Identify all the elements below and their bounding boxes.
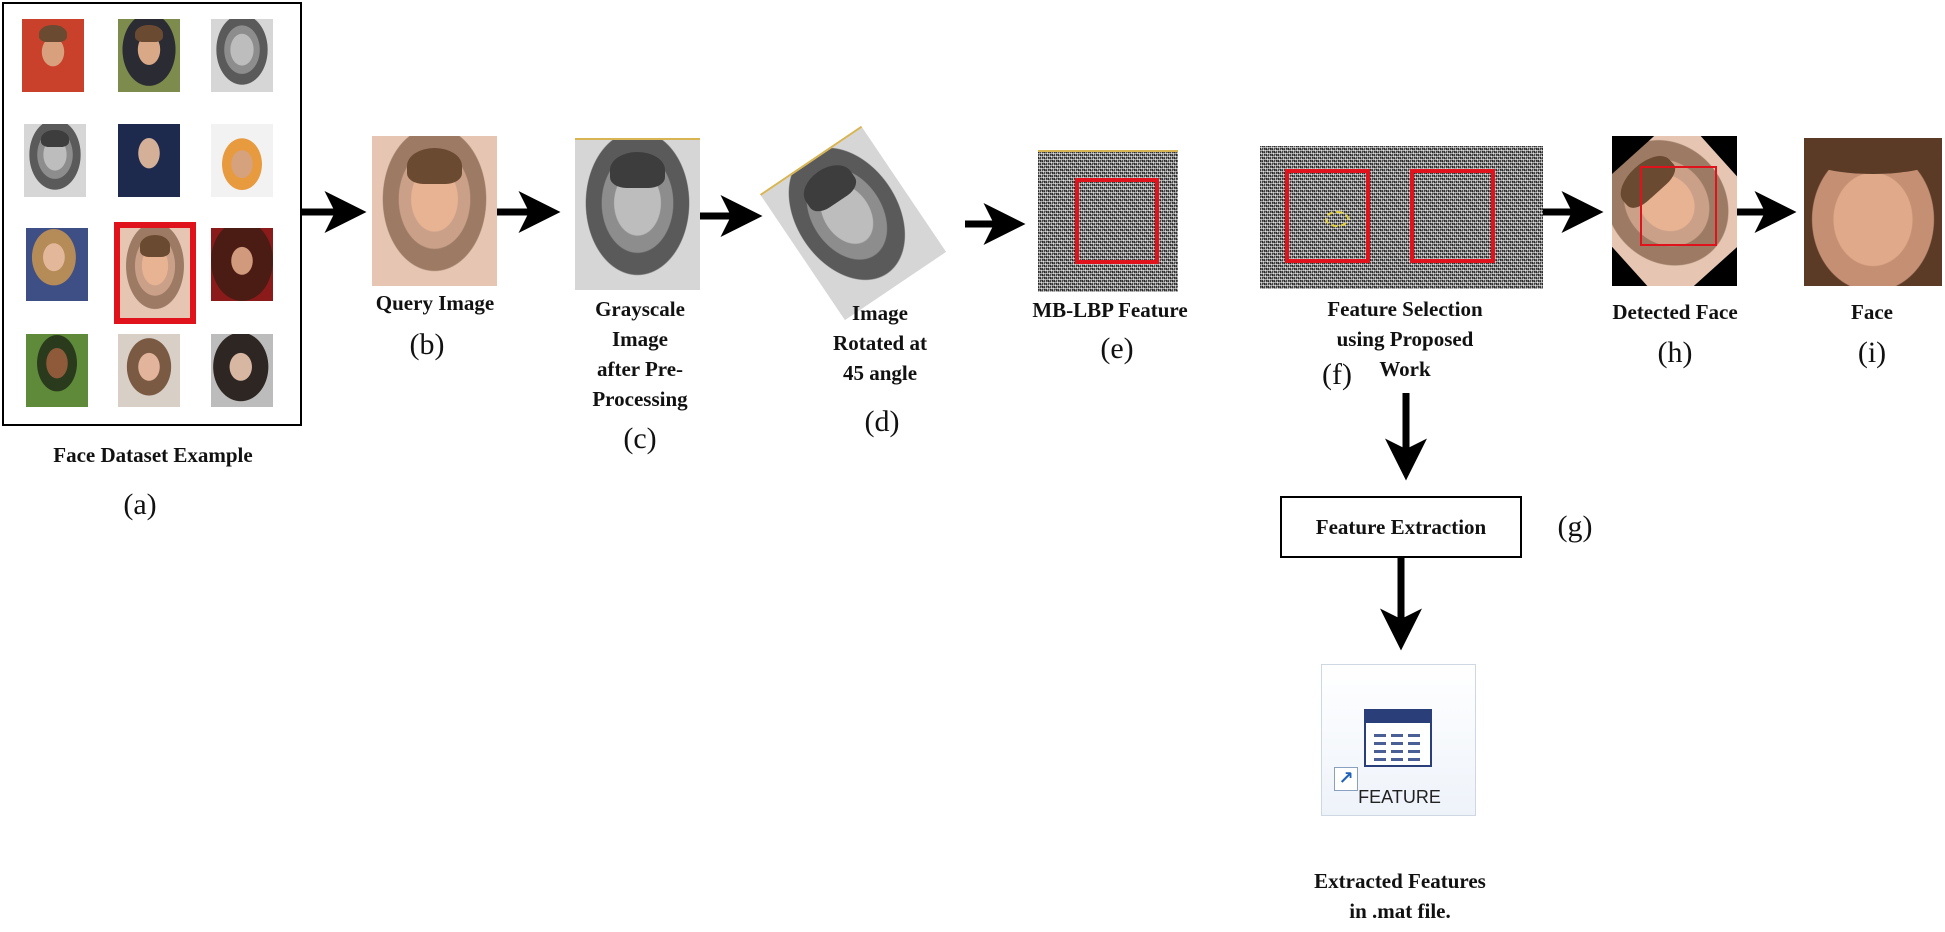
caption-extracted: Extracted Features in .mat file. — [1275, 866, 1525, 926]
caption-extracted-line-1: Extracted Features — [1314, 869, 1486, 893]
letter-a: (a) — [123, 488, 157, 521]
selected-region-right — [1410, 169, 1495, 263]
letter-b: (b) — [409, 328, 445, 361]
face-dataset-panel — [2, 2, 302, 426]
feature-extraction-box: Feature Extraction — [1280, 496, 1522, 558]
detected-face-image — [1612, 136, 1737, 286]
lbp-region-box — [1075, 178, 1159, 264]
face-thumb-5 — [118, 124, 180, 197]
feature-file-tile[interactable]: ↗ FEATURE — [1321, 664, 1476, 816]
caption-c-line-4: Processing — [592, 387, 688, 411]
feature-extraction-label: Feature Extraction — [1315, 514, 1487, 539]
face-thumb-4 — [24, 124, 86, 197]
detected-face-box — [1640, 166, 1717, 246]
face-thumb-11 — [118, 334, 180, 407]
mb-lbp-feature-image — [1038, 150, 1178, 292]
face-thumb-12 — [211, 334, 273, 407]
face-thumb-8-selected — [114, 222, 196, 324]
caption-f-line-3: Work — [1379, 357, 1431, 381]
caption-h: Detected Face — [1612, 300, 1738, 324]
caption-d-line-1: Image — [852, 301, 908, 325]
face-thumb-6 — [211, 124, 273, 197]
caption-f: Feature Selection using Proposed Work — [1300, 294, 1510, 384]
feature-selection-image — [1260, 146, 1543, 289]
face-thumb-2 — [118, 19, 180, 92]
caption-f-line-1: Feature Selection — [1327, 297, 1483, 321]
face-hair — [1804, 138, 1942, 174]
face-thumb-3 — [211, 19, 273, 92]
caption-d: Image Rotated at 45 angle — [795, 298, 965, 388]
grayscale-image — [575, 138, 700, 290]
file-label: FEATURE — [1358, 787, 1441, 807]
letter-g: (g) — [1557, 510, 1593, 543]
letter-c: (c) — [623, 422, 657, 455]
caption-a: Face Dataset Example — [53, 443, 253, 467]
caption-d-line-2: Rotated at — [833, 331, 927, 355]
caption-c: Grayscale Image after Pre- Processing — [555, 294, 725, 414]
caption-extracted-line-2: in .mat file. — [1349, 899, 1451, 923]
caption-c-line-3: after Pre- — [596, 357, 684, 381]
caption-e: MB-LBP Feature — [1032, 298, 1188, 322]
caption-d-line-3: 45 angle — [842, 361, 918, 385]
letter-d: (d) — [864, 405, 900, 438]
face-thumb-1 — [22, 19, 84, 92]
shortcut-arrow-icon: ↗ — [1334, 767, 1358, 791]
caption-b: Query Image — [375, 291, 495, 315]
caption-i: Face — [1851, 300, 1893, 324]
table-file-icon — [1364, 709, 1432, 767]
face-thumb-7 — [26, 228, 88, 301]
face-thumb-10 — [26, 334, 88, 407]
letter-h: (h) — [1657, 336, 1693, 369]
cropped-face-image — [1804, 138, 1942, 286]
letter-e: (e) — [1100, 332, 1134, 365]
face-thumb-9 — [211, 228, 273, 301]
letter-i: (i) — [1857, 336, 1887, 369]
yellow-marks — [1325, 211, 1349, 227]
caption-c-line-2: Image — [612, 327, 668, 351]
query-image — [372, 136, 497, 286]
letter-f: (f) — [1322, 358, 1352, 391]
caption-c-line-1: Grayscale — [595, 297, 685, 321]
caption-f-line-2: using Proposed — [1336, 327, 1474, 351]
selected-region-left — [1285, 169, 1370, 263]
